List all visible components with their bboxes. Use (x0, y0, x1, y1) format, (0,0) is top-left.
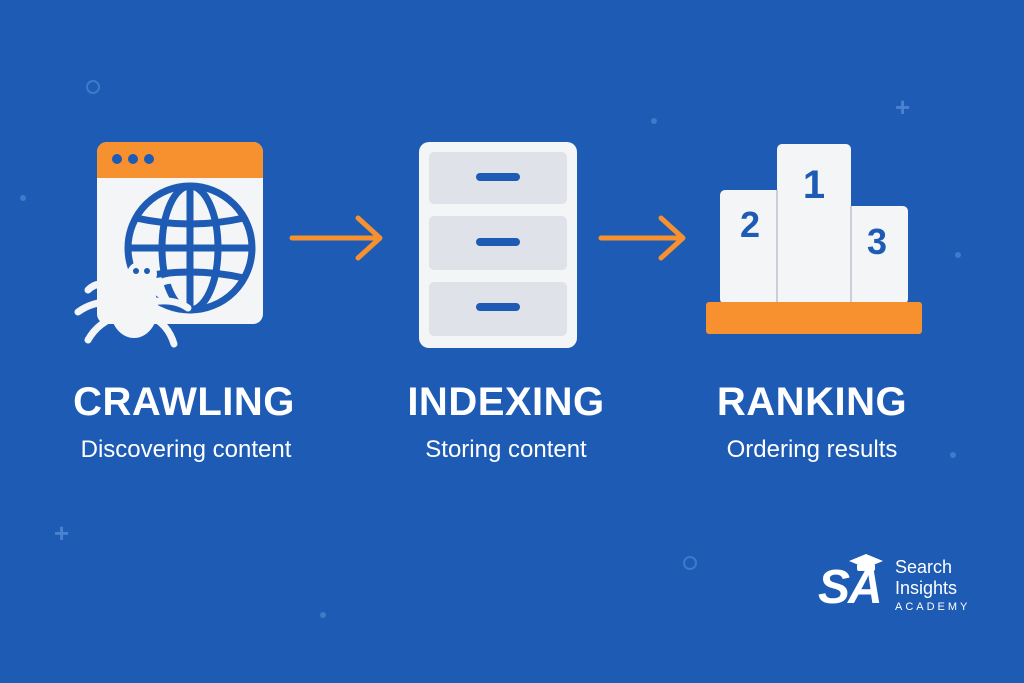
decor-dot (950, 452, 956, 458)
brand-mark: SA (818, 561, 883, 614)
decor-plus: + (54, 518, 70, 548)
decor-dot (320, 612, 326, 618)
podium-second-label: 2 (740, 204, 760, 245)
brand-line-3: ACADEMY (895, 601, 971, 613)
right-arrow-icon (598, 215, 686, 261)
step-title-ranking: RANKING (716, 380, 908, 424)
brand-name: Search Insights ACADEMY (895, 557, 970, 613)
step-title-crawling: CRAWLING (73, 380, 295, 424)
brand-line-1: Search (895, 557, 953, 577)
podium-icon: 1 2 3 (706, 144, 922, 334)
step-title-indexing: INDEXING (407, 380, 605, 424)
decor-ring (86, 80, 100, 94)
step-subtitle-ranking: Ordering results (726, 436, 898, 463)
decor-dot (955, 252, 961, 258)
decor-plus: + (895, 92, 911, 122)
brand-line-2: Insights (895, 578, 958, 598)
filing-cabinet-icon (419, 142, 577, 348)
right-arrow-icon (289, 215, 383, 261)
graduation-cap-icon (849, 554, 883, 571)
podium-first-label: 1 (803, 163, 825, 207)
decor-dot (651, 118, 657, 124)
spider-web-browser-icon (74, 142, 263, 348)
podium-third-label: 3 (867, 221, 887, 262)
step-subtitle-indexing: Storing content (425, 436, 587, 463)
step-subtitle-crawling: Discovering content (80, 436, 292, 463)
decor-ring (683, 556, 697, 570)
decor-dot (20, 195, 26, 201)
